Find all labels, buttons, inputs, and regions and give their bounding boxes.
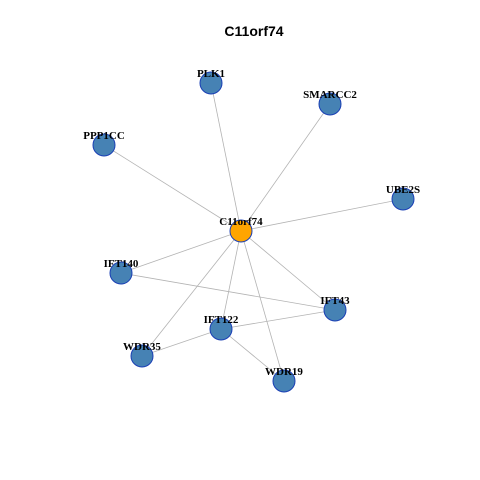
node-label-wdr19: WDR19 xyxy=(265,366,303,378)
node-label-ppp1cc: PPP1CC xyxy=(83,130,125,142)
edge-c11orf74-ube2s xyxy=(240,198,404,232)
edge-c11orf74-ppp1cc xyxy=(103,144,242,232)
node-wdr19[interactable] xyxy=(272,369,296,393)
edge-c11orf74-ift122 xyxy=(220,230,242,330)
node-label-ube2s: UBE2S xyxy=(386,184,420,196)
node-label-ift43: IFT43 xyxy=(320,295,350,307)
edge-ift122-wdr35 xyxy=(141,328,222,357)
edge-c11orf74-ift43 xyxy=(240,230,336,311)
node-label-wdr35: WDR35 xyxy=(123,341,161,353)
edge-c11orf74-plk1 xyxy=(210,82,242,232)
edges-layer xyxy=(103,82,404,382)
node-c11orf74[interactable] xyxy=(229,219,253,243)
edge-c11orf74-wdr35 xyxy=(141,230,242,357)
node-ube2s[interactable] xyxy=(391,187,415,211)
node-label-plk1: PLK1 xyxy=(197,68,225,80)
node-smarcc2[interactable] xyxy=(318,92,342,116)
node-plk1[interactable] xyxy=(199,71,223,95)
node-ift122[interactable] xyxy=(209,317,233,341)
edge-c11orf74-ift140 xyxy=(120,230,242,274)
node-label-c11orf74: C11orf74 xyxy=(219,216,263,228)
graph-title: C11orf74 xyxy=(224,23,283,39)
node-label-smarcc2: SMARCC2 xyxy=(303,89,357,101)
edge-ift122-ift43 xyxy=(220,309,336,330)
node-ift43[interactable] xyxy=(323,298,347,322)
node-ppp1cc[interactable] xyxy=(92,133,116,157)
edge-c11orf74-smarcc2 xyxy=(240,103,331,232)
node-label-ift122: IFT122 xyxy=(204,314,239,326)
edge-ift122-wdr19 xyxy=(220,328,285,382)
node-wdr35[interactable] xyxy=(130,344,154,368)
node-ift140[interactable] xyxy=(109,261,133,285)
node-label-ift140: IFT140 xyxy=(104,258,139,270)
nodes-layer xyxy=(92,71,415,393)
edge-ift140-ift43 xyxy=(120,272,336,311)
edge-c11orf74-wdr19 xyxy=(240,230,285,382)
